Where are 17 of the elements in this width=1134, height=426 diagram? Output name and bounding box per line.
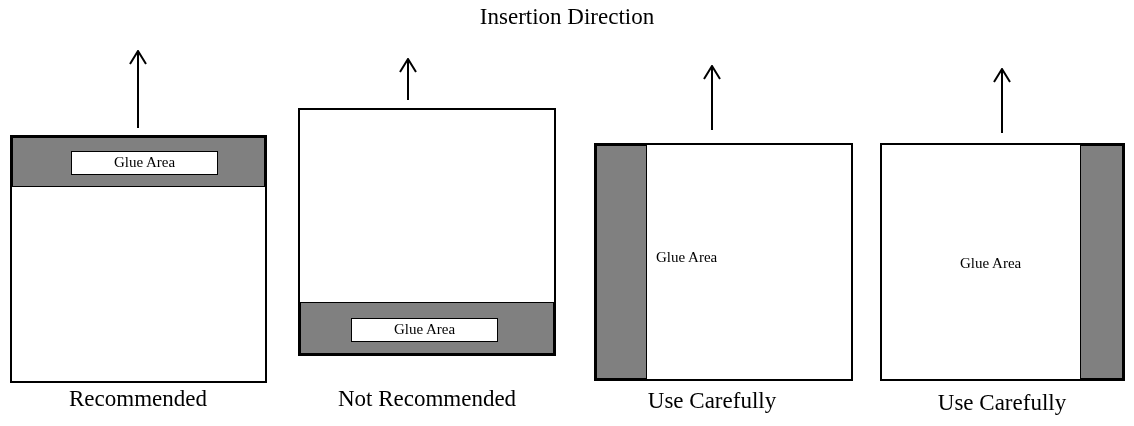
caption-text: Use Carefully <box>646 388 778 414</box>
glue-band <box>300 302 554 354</box>
glue-band <box>12 137 265 187</box>
label-panel <box>594 143 853 381</box>
label-panel <box>880 143 1125 381</box>
glue-band <box>1080 145 1123 379</box>
caption-text: Recommended <box>68 386 208 412</box>
glue-area-text: Glue Area <box>960 255 1022 272</box>
label-panel <box>10 135 267 383</box>
glue-area-label: Glue Area <box>71 151 218 175</box>
caption-text: Not Recommended <box>336 386 518 412</box>
label-panel <box>298 108 556 356</box>
glue-band <box>596 145 647 379</box>
glue-area-text: Glue Area <box>656 249 718 266</box>
caption-text: Use Carefully <box>936 390 1068 416</box>
glue-area-label: Glue Area <box>351 318 498 342</box>
title-text: Insertion Direction <box>478 4 656 30</box>
